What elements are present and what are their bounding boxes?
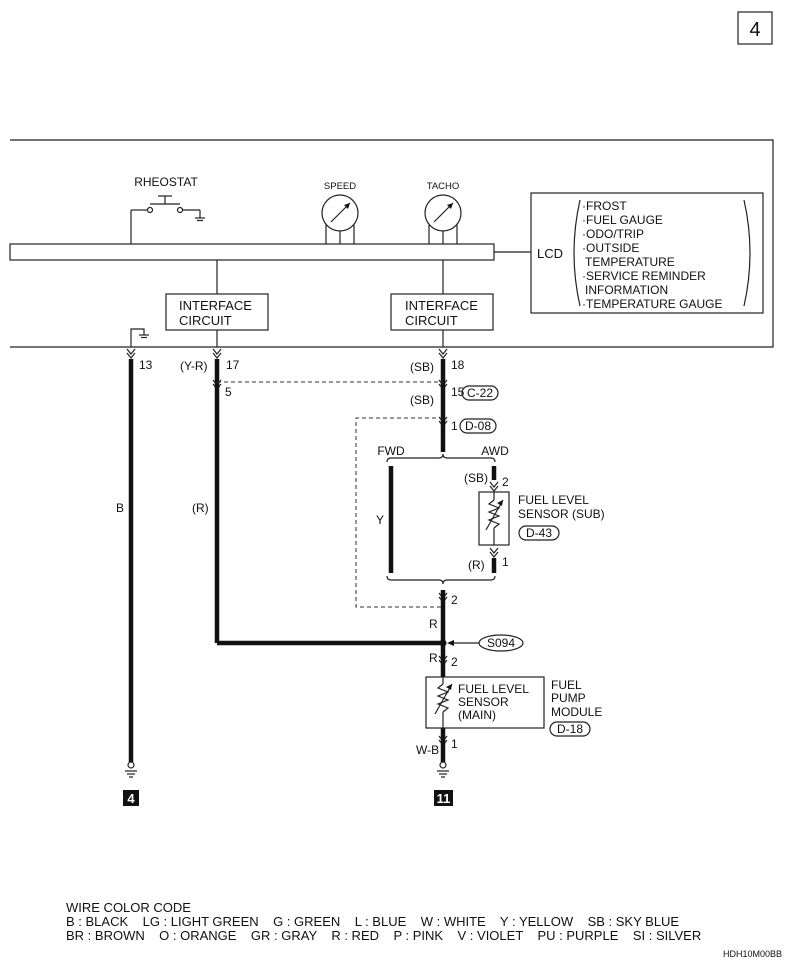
tacho-gauge-icon [424,194,462,244]
lcd-item: TEMPERATURE [585,255,675,269]
ground-point-11: 11 [437,791,451,806]
fuel-pump-module [425,676,545,729]
variant-awd-label: AWD [481,444,509,458]
pump-module-label: FUEL [551,678,582,692]
pin-number: 2 [451,593,458,607]
speed-gauge-icon [321,194,359,244]
wire-color-label: B [116,501,124,515]
document-code: HDH10M00BB [723,949,782,959]
variant-bracket-top [386,453,496,463]
pin-number: 5 [225,385,232,399]
sensor-main-label: (MAIN) [458,708,496,722]
lcd-item: ·TEMPERATURE GAUGE [582,297,722,311]
sensor-main-label: FUEL LEVEL [458,682,529,696]
internal-ground-symbol [130,328,149,347]
variant-fwd-label: FWD [377,444,405,458]
wire-color-label: (R) [468,558,485,572]
combination-meter-outline [10,139,774,348]
variable-resistor-icon [434,677,453,728]
lcd-block [530,192,764,314]
sensor-sub-label: FUEL LEVEL [518,493,589,507]
interface-label-line2: CIRCUIT [179,313,232,328]
interface-label-line1: INTERFACE [405,298,478,313]
rheostat-switch [130,195,205,244]
pump-module-label: PUMP [551,691,586,705]
wire-color-label: R [429,617,438,631]
lcd-item: INFORMATION [585,283,668,297]
lcd-item: ·OUTSIDE [582,241,639,255]
page-number: 4 [749,19,760,41]
wire-color-label: (SB) [464,471,488,485]
pin-number: 18 [451,358,465,372]
lcd-label: LCD [537,246,563,261]
connector-chevrons [126,348,499,746]
wire-color-label: (Y-R) [180,359,208,373]
sensor-sub-label: SENSOR (SUB) [518,507,605,521]
connector-id-d43: D-43 [518,525,560,541]
lcd-item: ·FROST [582,199,627,213]
interface-label-line2: CIRCUIT [405,313,458,328]
speed-gauge-label: SPEED [324,181,356,192]
page-number-box [737,11,773,45]
wire-color-label: (SB) [410,393,434,407]
legend-row: BR : BROWN O : ORANGE GR : GRAY R : RED … [66,928,701,943]
shield-dashed-outline [355,417,443,608]
svg-text:D-43: D-43 [526,526,552,540]
ground-symbol [437,761,449,778]
pin-number: 1 [451,737,458,751]
splice-point [439,639,447,647]
interface-circuit-right [390,293,494,331]
ground-point-4: 4 [127,791,135,806]
variant-bracket-bottom [386,575,496,585]
tacho-gauge-label: TACHO [427,181,460,192]
svg-text:D-08: D-08 [465,419,491,433]
pump-module-label: MODULE [551,705,602,719]
connector-id-c22: C-22 [461,385,499,401]
lcd-item-list: ·FROST ·FUEL GAUGE ·ODO/TRIP ·OUTSIDE TE… [582,199,722,311]
pin-number: 1 [502,555,509,569]
lcd-item: ·ODO/TRIP [582,227,644,241]
svg-text:S094: S094 [487,636,515,650]
pin-number: 2 [502,475,509,489]
rheostat-label: RHEOSTAT [134,175,198,189]
variable-resistor-icon [485,492,504,545]
pin-number: 15 [451,385,465,399]
pin-number: 13 [139,358,153,372]
lcd-item: ·FUEL GAUGE [582,213,663,227]
wire-color-label: R [429,651,438,665]
wire-color-label: Y [376,513,384,527]
wire-color-label: W-B [416,743,439,757]
sensor-main-label: SENSOR [458,695,509,709]
legend-row: B : BLACK LG : LIGHT GREEN G : GREEN L :… [66,914,679,929]
legend-title: WIRE COLOR CODE [66,900,191,915]
lcd-item: ·SERVICE REMINDER [582,269,706,283]
ground-point-4-badge [123,790,139,806]
wire-color-label: (SB) [410,360,434,374]
wire-color-label: (R) [192,501,209,515]
meter-bus-bar [9,243,495,261]
interface-label-line1: INTERFACE [179,298,252,313]
connector-id-d18: D-18 [549,721,591,737]
splice-id-s094: S094 [447,634,524,652]
connector-id-d08: D-08 [459,418,497,434]
svg-text:C-22: C-22 [467,386,493,400]
pin-number: 1 [451,419,458,433]
ground-symbol [125,761,137,778]
svg-text:D-18: D-18 [557,722,583,736]
pin-number: 17 [226,358,240,372]
pin-number: 2 [451,655,458,669]
ground-point-11-badge [434,790,453,806]
